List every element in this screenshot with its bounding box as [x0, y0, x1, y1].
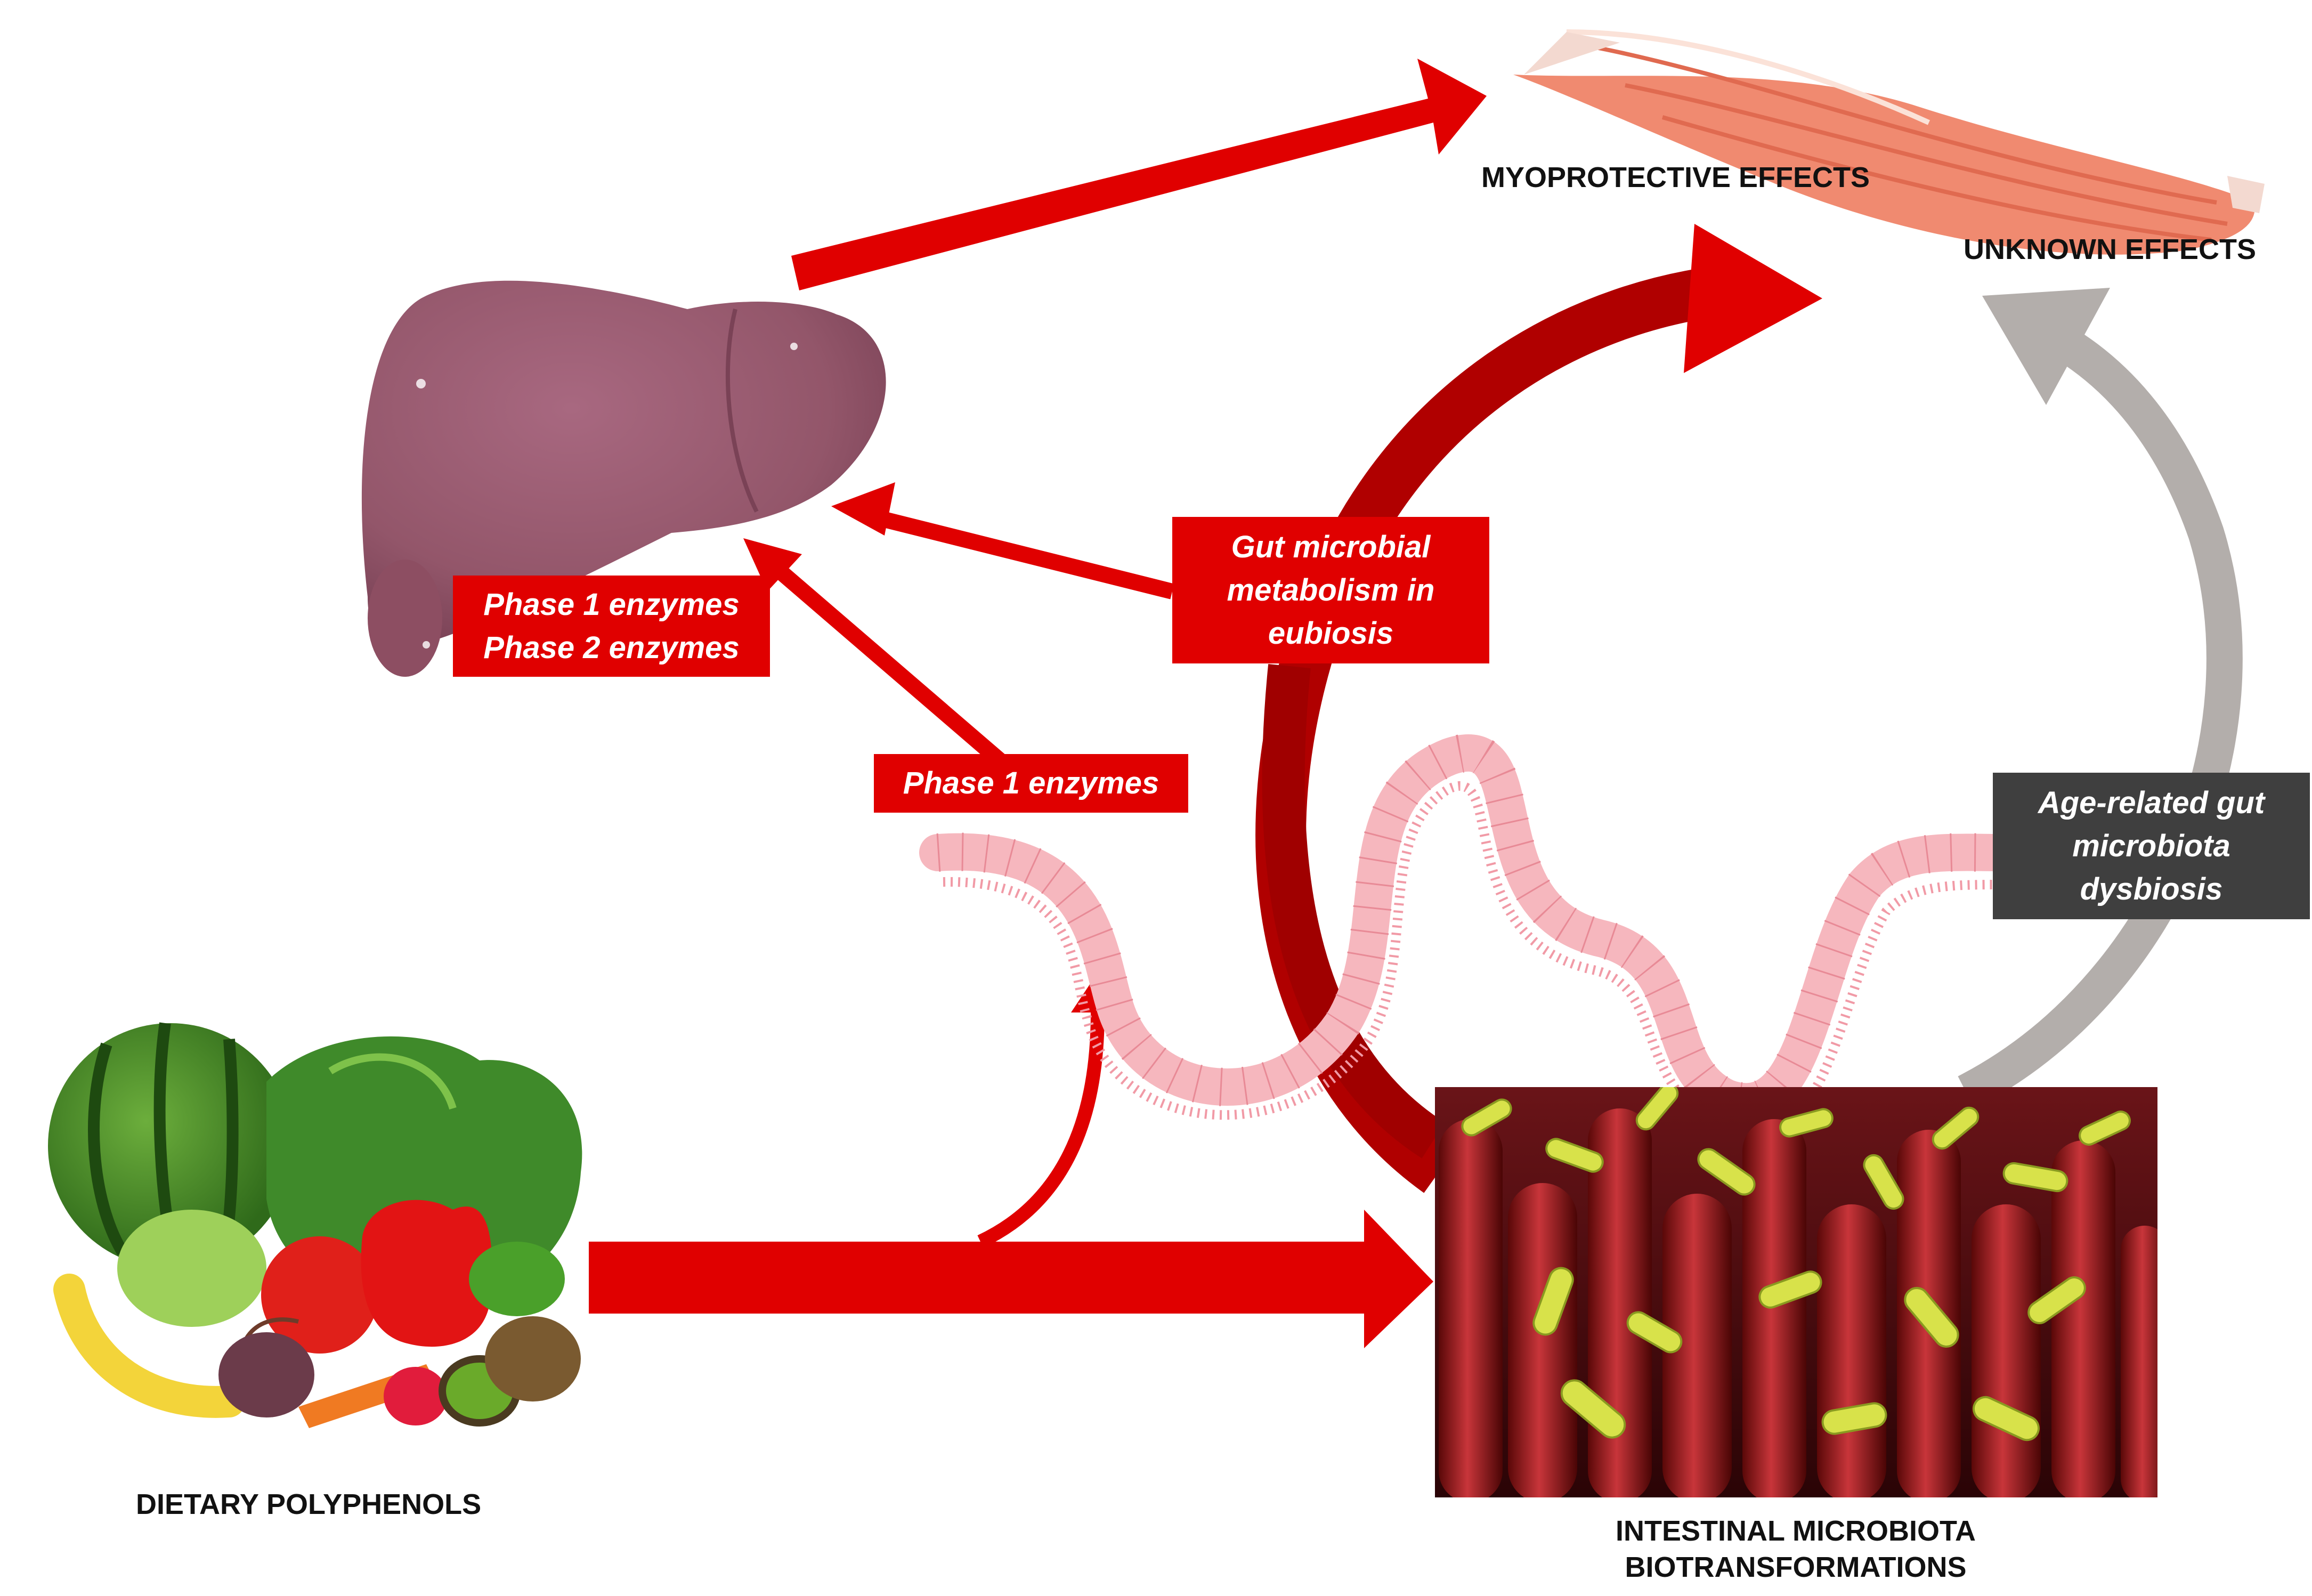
- intestine-enzymes-box: Phase 1 enzymes: [874, 754, 1188, 813]
- dysbiosis-line3: dysbiosis: [2080, 872, 2223, 907]
- intestine-enzymes-line1: Phase 1 enzymes: [903, 766, 1159, 801]
- intestine-to-liver-arrow: [743, 538, 1007, 768]
- liver-enzymes-line1: Phase 1 enzymes: [483, 587, 740, 622]
- dysbiosis-line2: microbiota: [2072, 828, 2230, 863]
- intestinal-microbiota-label: INTESTINAL MICROBIOTA BIOTRANSFORMATIONS: [1545, 1513, 2046, 1585]
- intestinal-microbiota-line1: INTESTINAL MICROBIOTA: [1616, 1515, 1976, 1547]
- intestinal-epithelium: [919, 734, 2022, 1139]
- eubiosis-curve-arrow: [1255, 224, 1822, 1193]
- dysbiosis-arrow: [1958, 288, 2243, 1109]
- gut-eubiosis-box: Gut microbial metabolism in eubiosis: [1172, 517, 1489, 663]
- unknown-effects-label: UNKNOWN EFFECTS: [1964, 233, 2256, 265]
- dysbiosis-line1: Age-related gut: [2038, 785, 2265, 820]
- fruits-vegetables-illustration: [48, 1022, 582, 1428]
- myoprotective-effects-label: MYOPROTECTIVE EFFECTS: [1481, 161, 1870, 193]
- liver-enzymes-box: Phase 1 enzymes Phase 2 enzymes: [453, 576, 770, 677]
- liver-to-muscle-arrow: [791, 59, 1487, 290]
- gut-to-liver-arrow: [831, 482, 1174, 599]
- muscle-illustration: [1513, 29, 2265, 255]
- dysbiosis-box: Age-related gut microbiota dysbiosis: [1993, 773, 2310, 919]
- gut-eubiosis-line2: metabolism in: [1227, 572, 1435, 607]
- intestinal-microbiota-line2: BIOTRANSFORMATIONS: [1625, 1551, 1967, 1583]
- microbiota-image: [1435, 1087, 2157, 1497]
- gut-eubiosis-line1: Gut microbial: [1231, 529, 1431, 564]
- liver-enzymes-line2: Phase 2 enzymes: [483, 630, 740, 665]
- gut-eubiosis-line3: eubiosis: [1268, 616, 1394, 651]
- liver-illustration: [361, 280, 886, 677]
- dietary-polyphenols-label: DIETARY POLYPHENOLS: [136, 1488, 482, 1520]
